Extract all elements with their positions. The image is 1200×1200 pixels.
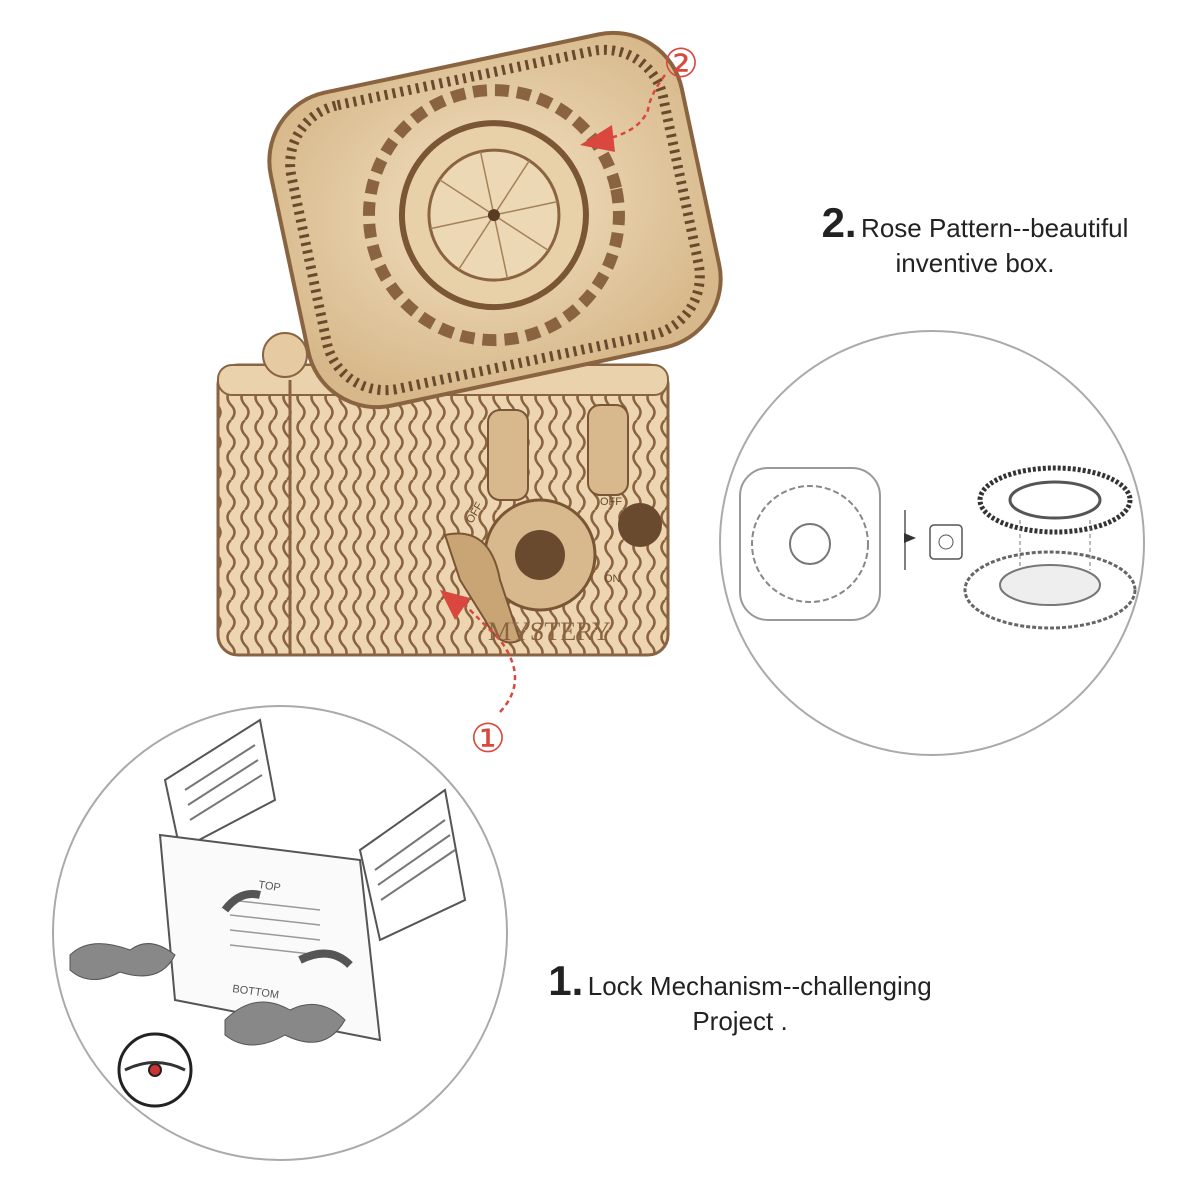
diagram-top-label: TOP [258,879,282,894]
rose-pattern-lid [267,30,723,410]
feature-2-subtitle: inventive box. [895,248,1055,278]
box-off-right: OFF [600,496,622,508]
marker-1: ① [440,590,517,761]
feature-2-caption: 2. Rose Pattern--beautiful inventive box… [800,202,1150,283]
marker-2: ② [580,42,699,152]
feature-1-number: 1. [548,957,584,1004]
rose-pattern-detail-circle [719,330,1145,756]
box-engraving: MYSTERY [488,617,611,646]
wooden-box: MYSTERY OFF OFF ON [216,332,670,657]
feature-1-caption: 1. Lock Mechanism--challenging Project . [520,960,960,1041]
lock-mechanism-detail-circle: TOP BOTTOM [52,705,508,1161]
marker-2-label: ② [663,42,699,86]
feature-1-subtitle: Project . [692,1006,788,1036]
box-on: ON [604,573,621,585]
feature-1-title: Lock Mechanism--challenging [587,971,932,1001]
marker-1-label: ① [470,717,506,761]
feature-2-number: 2. [821,199,857,246]
feature-2-title: Rose Pattern--beautiful [861,213,1129,243]
